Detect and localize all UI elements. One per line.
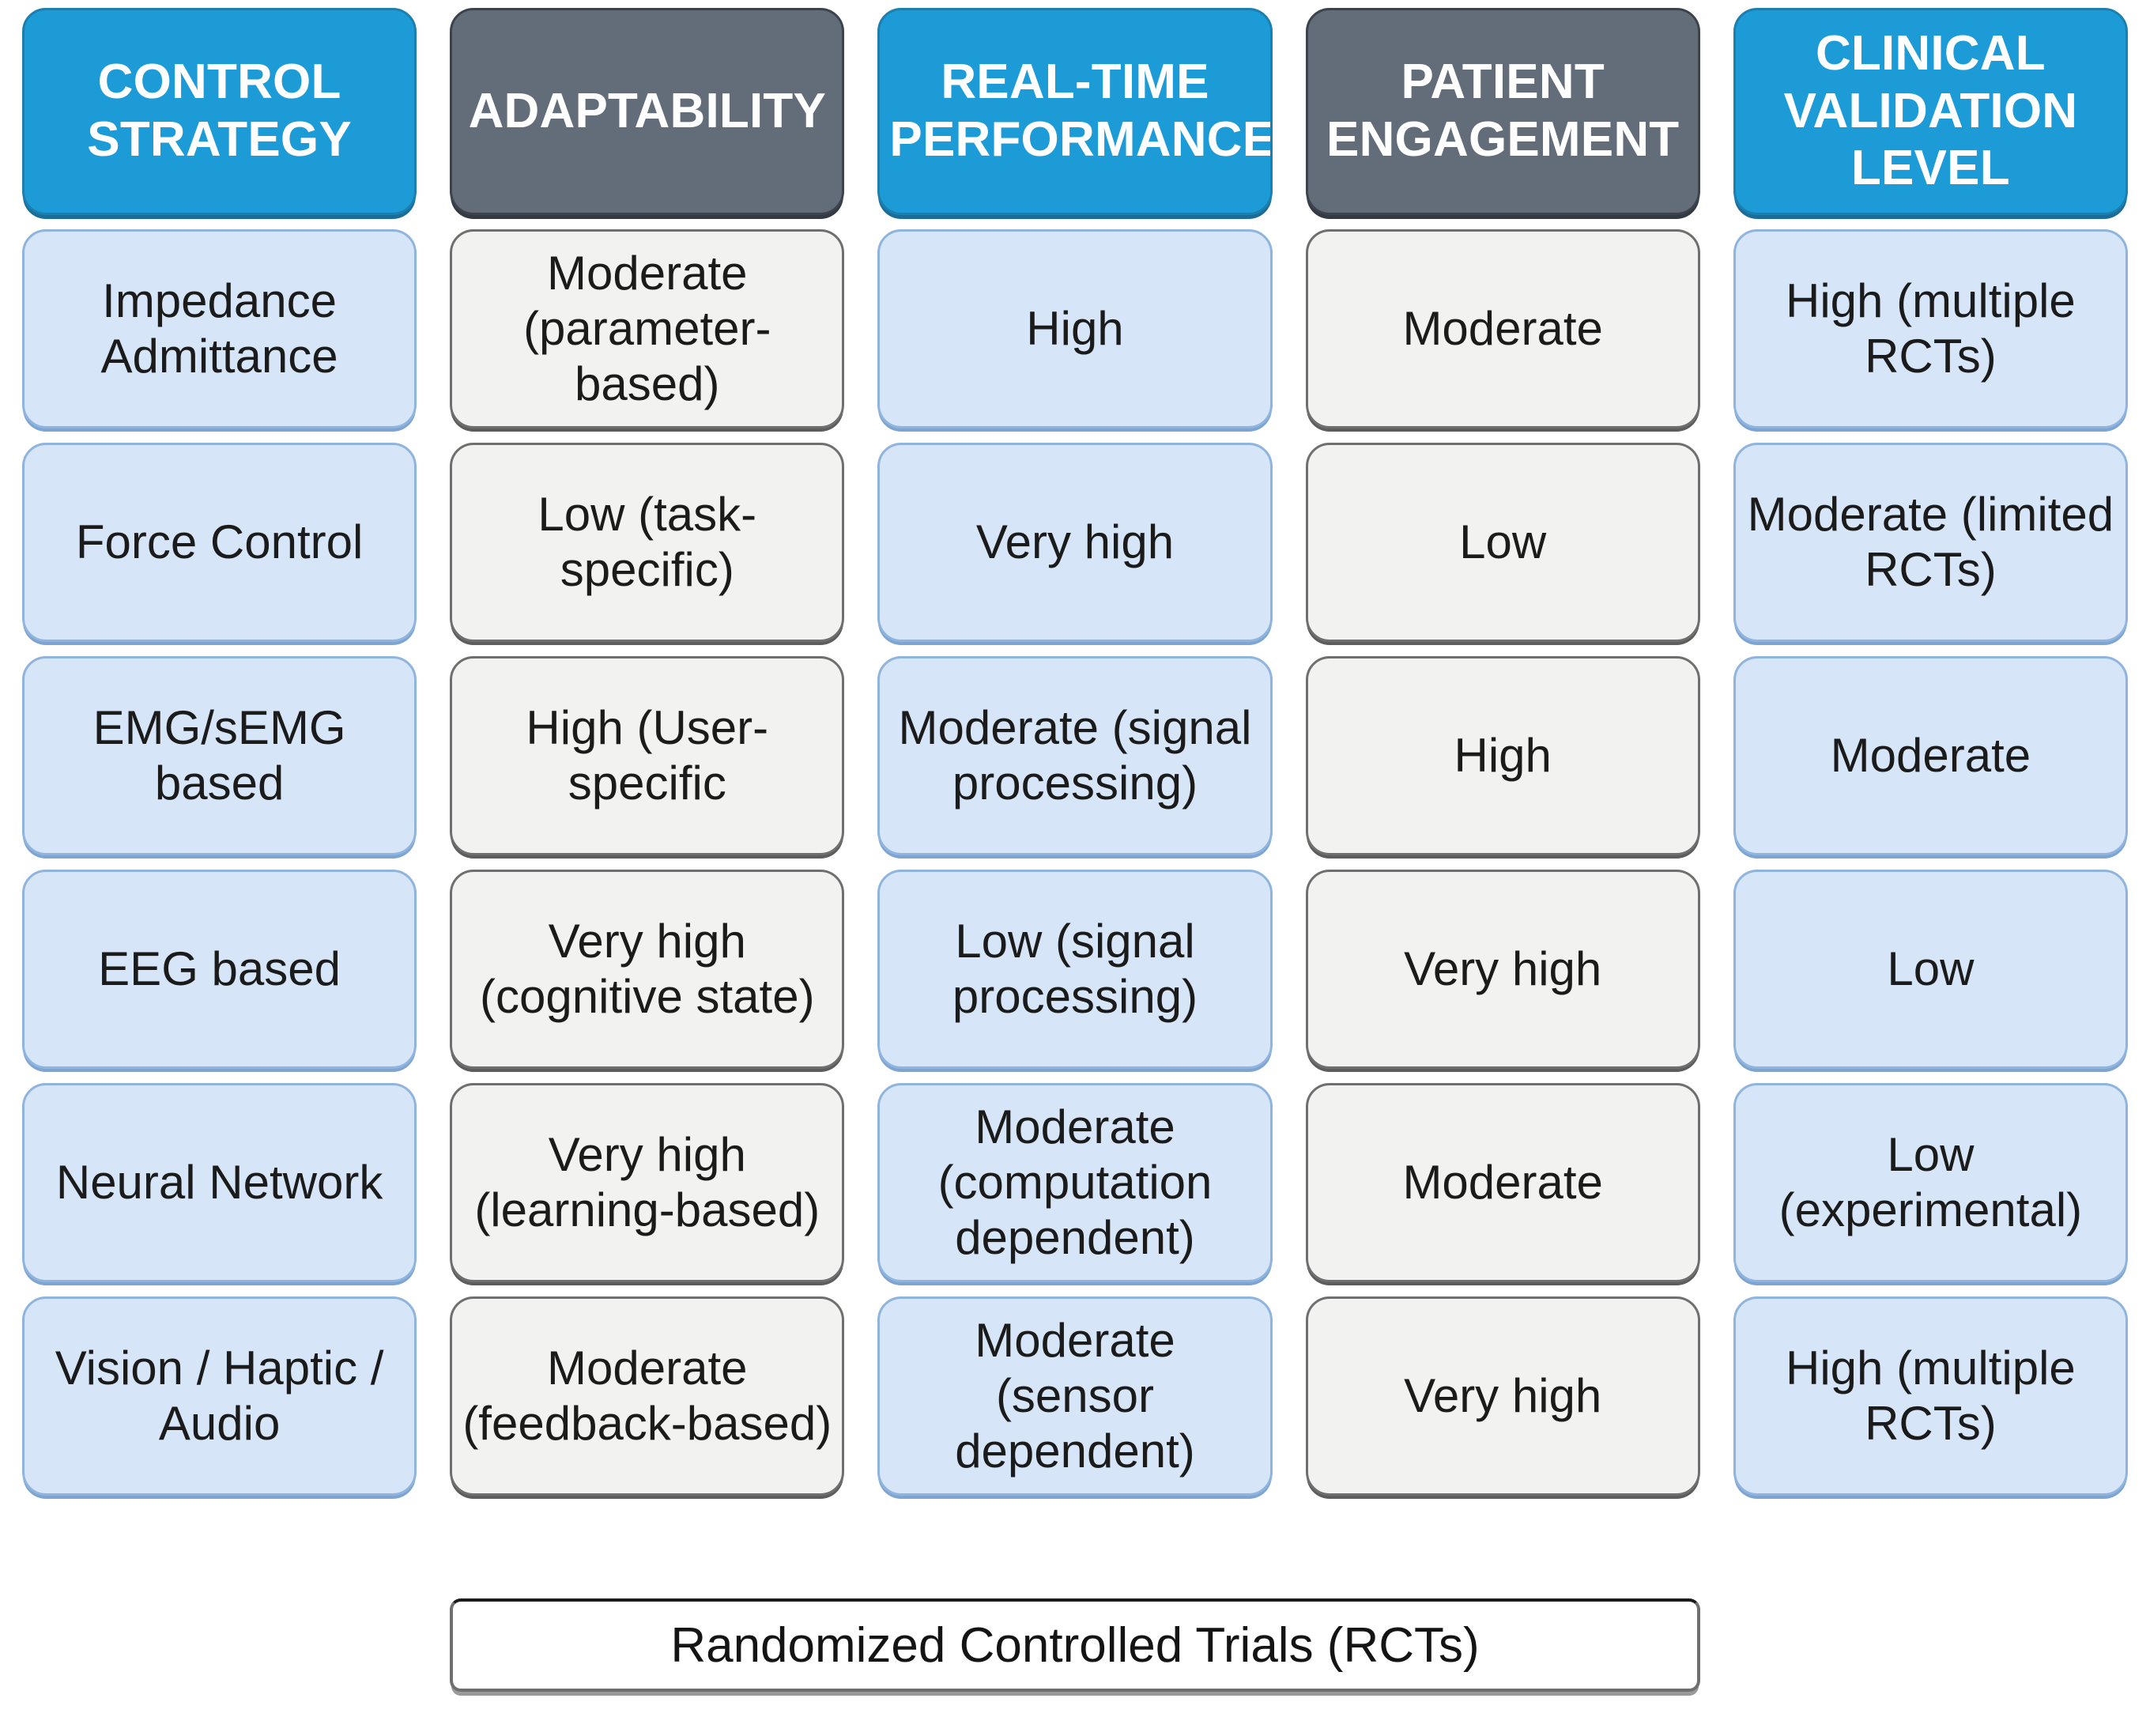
cell-clinical-validation-level: High (multiple RCTs) xyxy=(1786,1341,2076,1450)
table-row: Force Control xyxy=(22,443,417,642)
cell-clinical-validation-level: Moderate xyxy=(1830,728,2031,782)
table-row: High (multiple RCTs) xyxy=(1733,1296,2128,1496)
cell-adaptability: Very high (cognitive state) xyxy=(480,914,815,1023)
cell-adaptability: Moderate (parameter-based) xyxy=(523,246,771,411)
table-row: High (User-specific xyxy=(450,656,845,855)
legend-row: Randomized Controlled Trials (RCTs) xyxy=(22,1598,2128,1692)
cell-control-strategy: Impedance Admittance xyxy=(100,274,338,383)
cell-real-time-performance: Moderate (signal processing) xyxy=(898,700,1252,810)
table-row: Low (signal processing) xyxy=(877,870,1273,1069)
column-header-label: PATIENT ENGAGEMENT xyxy=(1326,55,1680,167)
table-row: Very high (learning-based) xyxy=(450,1083,845,1282)
table-row: Moderate (limited RCTs) xyxy=(1733,443,2128,642)
cell-control-strategy: EMG/sEMG based xyxy=(92,700,346,810)
column-header-adaptability: ADAPTABILITY xyxy=(450,8,845,215)
cell-patient-engagement: Moderate xyxy=(1402,301,1603,355)
column-header-clinical-validation-level: CLINICAL VALIDATION LEVEL xyxy=(1733,8,2128,215)
cell-adaptability: High (User-specific xyxy=(526,700,769,810)
table-row: Moderate xyxy=(1305,229,1700,428)
table-row: EMG/sEMG based xyxy=(22,656,417,855)
table-row: Impedance Admittance xyxy=(22,229,417,428)
table-row: Low xyxy=(1305,443,1700,642)
cell-clinical-validation-level: Moderate (limited RCTs) xyxy=(1747,487,2114,596)
legend-label: Randomized Controlled Trials (RCTs) xyxy=(670,1617,1480,1673)
table-row: Neural Network xyxy=(22,1083,417,1282)
table-row: Very high (cognitive state) xyxy=(450,870,845,1069)
table-row: Very high xyxy=(1305,1296,1700,1496)
table-row: Low (task-specific) xyxy=(450,443,845,642)
table-row: Moderate (parameter-based) xyxy=(450,229,845,428)
column-header-control-strategy: CONTROL STRATEGY xyxy=(22,8,417,215)
table-row: Moderate (feedback-based) xyxy=(450,1296,845,1496)
cell-real-time-performance: High xyxy=(1026,301,1124,355)
table-row: Moderate (computation dependent) xyxy=(877,1083,1273,1282)
table-row: Moderate xyxy=(1305,1083,1700,1282)
table-row: High xyxy=(1305,656,1700,855)
cell-adaptability: Very high (learning-based) xyxy=(474,1127,820,1236)
table-row: Vision / Haptic / Audio xyxy=(22,1296,417,1496)
cell-real-time-performance: Very high xyxy=(975,515,1175,568)
cell-adaptability: Moderate (feedback-based) xyxy=(462,1341,832,1450)
cell-adaptability: Low (task-specific) xyxy=(538,487,757,596)
cell-real-time-performance: Moderate (computation dependent) xyxy=(937,1100,1213,1265)
cell-patient-engagement: Low xyxy=(1459,515,1547,568)
cell-real-time-performance: Moderate (sensor dependent) xyxy=(955,1313,1195,1478)
cell-patient-engagement: Very high xyxy=(1404,1368,1602,1422)
cell-clinical-validation-level: Low xyxy=(1887,942,1975,995)
cell-clinical-validation-level: High (multiple RCTs) xyxy=(1786,274,2076,383)
column-header-patient-engagement: PATIENT ENGAGEMENT xyxy=(1305,8,1700,215)
cell-control-strategy: Neural Network xyxy=(55,1155,383,1209)
column-header-label: CLINICAL VALIDATION LEVEL xyxy=(1783,26,2078,196)
cell-clinical-validation-level: Low (experimental) xyxy=(1778,1127,2083,1236)
cell-control-strategy: Vision / Haptic / Audio xyxy=(55,1341,384,1450)
table-row: Moderate xyxy=(1733,656,2128,855)
table-row: Low (experimental) xyxy=(1733,1083,2128,1282)
cell-real-time-performance: Low (signal processing) xyxy=(952,914,1198,1023)
legend-box: Randomized Controlled Trials (RCTs) xyxy=(450,1598,1700,1692)
cell-patient-engagement: Moderate xyxy=(1402,1155,1603,1209)
column-header-label: REAL-TIME PERFORMANCE xyxy=(889,55,1273,167)
table-row: High (multiple RCTs) xyxy=(1733,229,2128,428)
cell-control-strategy: EEG based xyxy=(98,942,341,995)
table-row: Moderate (signal processing) xyxy=(877,656,1273,855)
table-row: High xyxy=(877,229,1273,428)
cell-patient-engagement: High xyxy=(1454,728,1552,782)
cell-patient-engagement: Very high xyxy=(1404,942,1602,995)
cell-control-strategy: Force Control xyxy=(75,515,364,568)
table-row: Very high xyxy=(877,443,1273,642)
table-row: Low xyxy=(1733,870,2128,1069)
column-header-label: ADAPTABILITY xyxy=(468,83,827,138)
table-row: Very high xyxy=(1305,870,1700,1069)
table-row: Moderate (sensor dependent) xyxy=(877,1296,1273,1496)
table-row: EEG based xyxy=(22,870,417,1069)
column-header-label: CONTROL STRATEGY xyxy=(87,55,352,167)
column-header-real-time-performance: REAL-TIME PERFORMANCE xyxy=(877,8,1273,215)
comparison-table-grid: CONTROL STRATEGY ADAPTABILITY REAL-TIME … xyxy=(22,8,2128,1496)
